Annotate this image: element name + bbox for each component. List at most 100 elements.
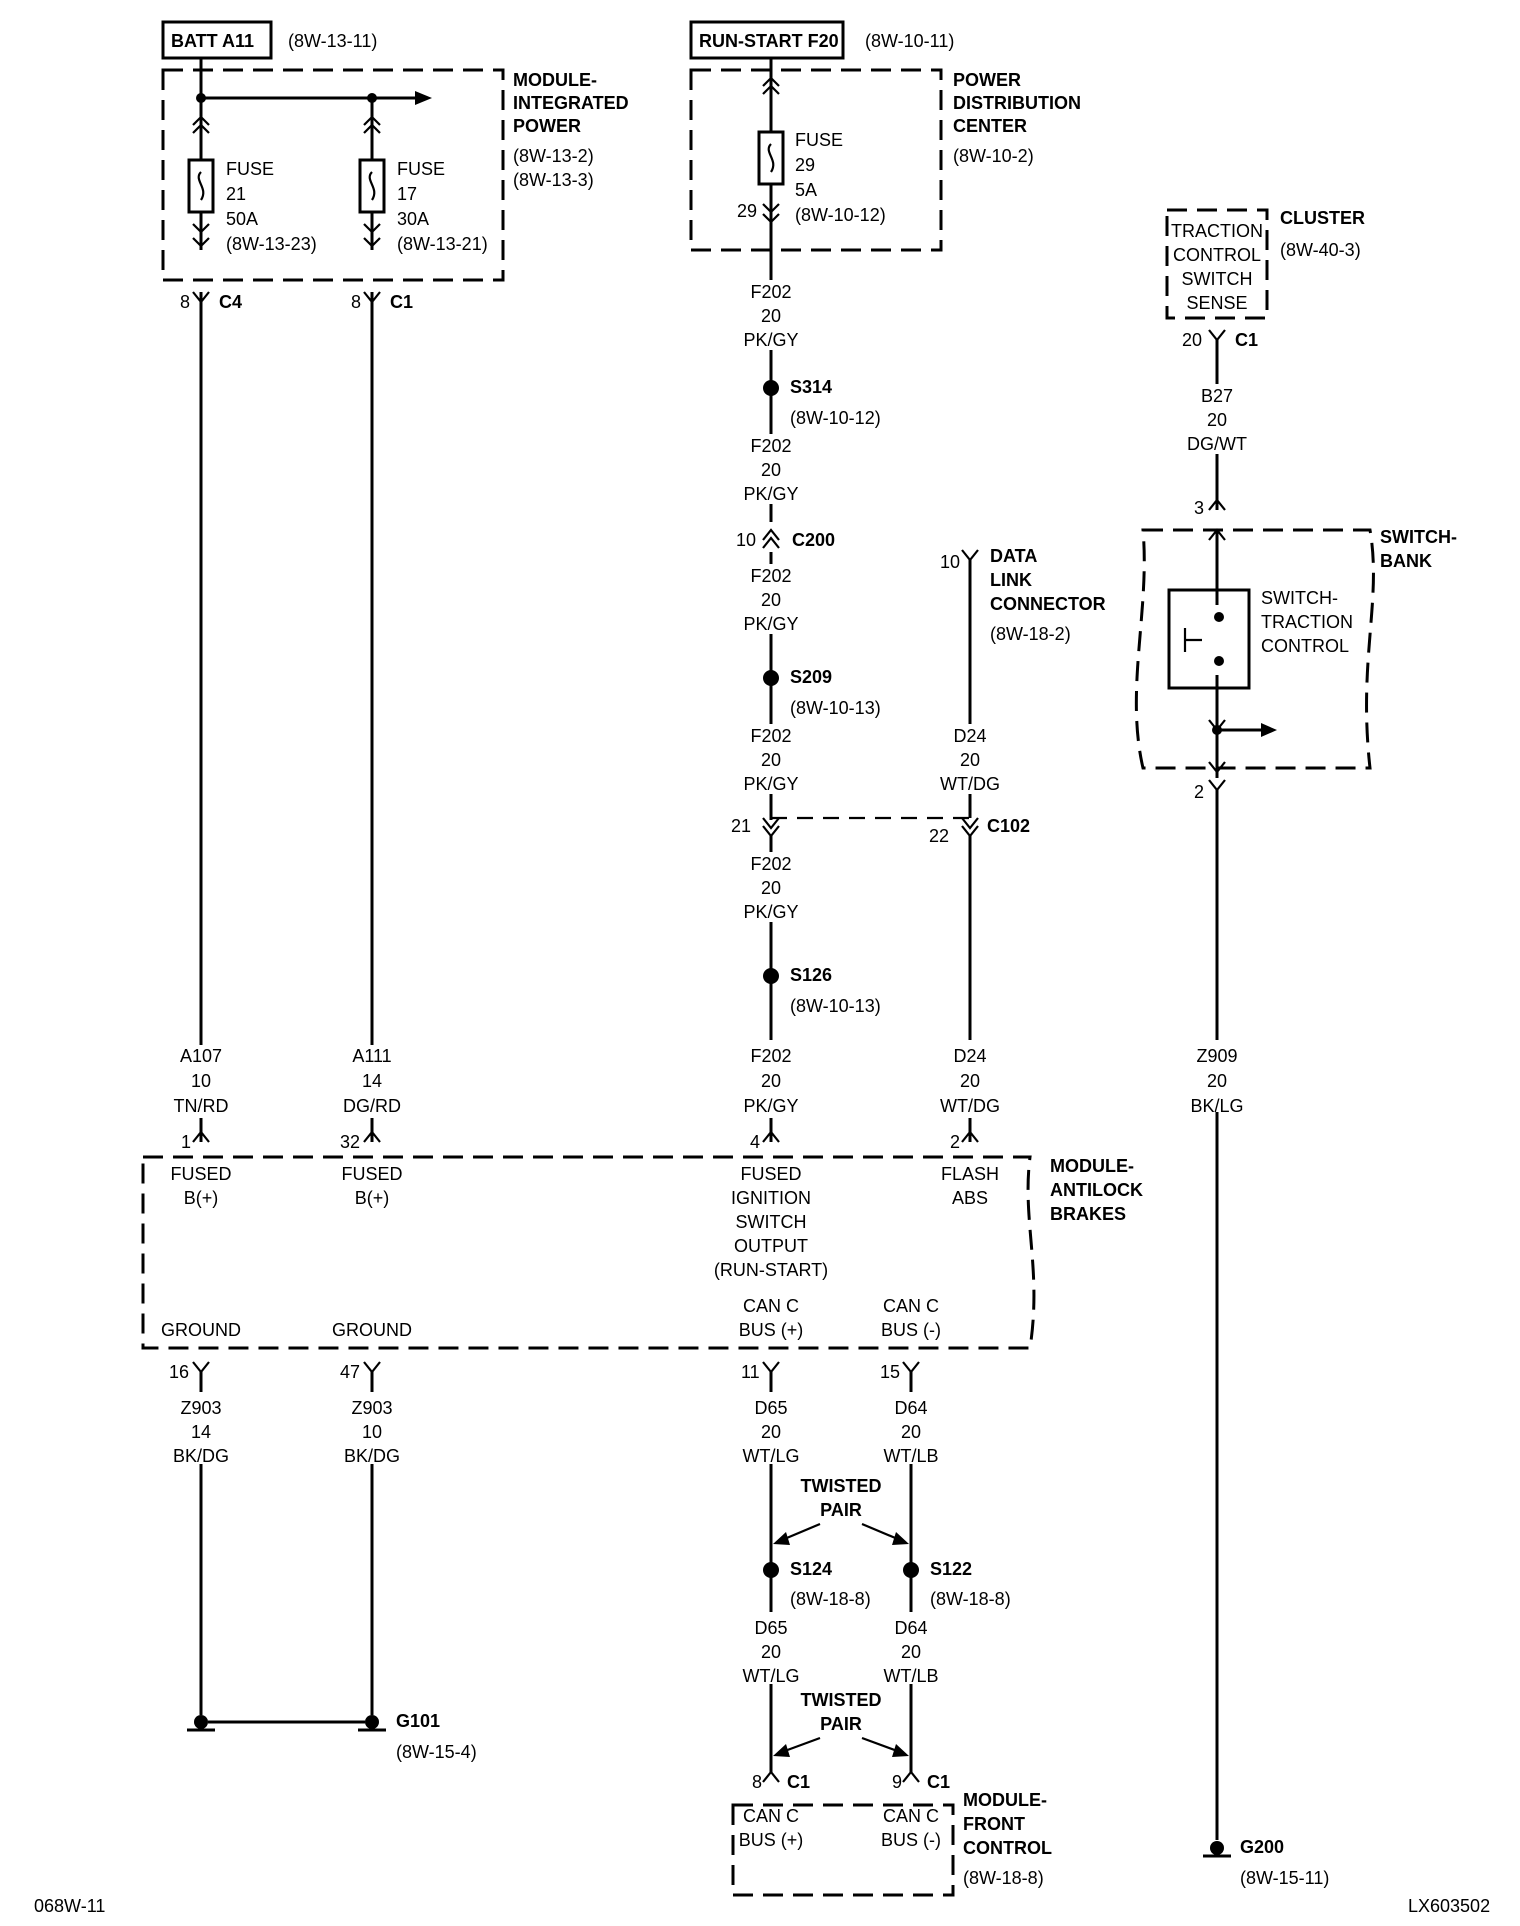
svg-text:S209: S209 <box>790 667 832 687</box>
svg-text:TWISTED: TWISTED <box>801 1690 882 1710</box>
svg-text:ABS: ABS <box>952 1188 988 1208</box>
svg-text:WT/LG: WT/LG <box>743 1666 800 1686</box>
svg-text:20: 20 <box>901 1642 921 1662</box>
svg-text:3: 3 <box>1194 498 1204 518</box>
switch-bank: 3 SWITCH- BANK SWITCH- TRACTION CONTROL … <box>1134 498 1457 802</box>
svg-text:(8W-13-21): (8W-13-21) <box>397 234 488 254</box>
svg-text:WT/LB: WT/LB <box>883 1446 938 1466</box>
svg-text:ANTILOCK: ANTILOCK <box>1050 1180 1143 1200</box>
arrow-icon <box>1261 723 1277 737</box>
svg-text:LINK: LINK <box>990 570 1032 590</box>
svg-text:10: 10 <box>736 530 756 550</box>
svg-text:47: 47 <box>340 1362 360 1382</box>
svg-text:15: 15 <box>880 1362 900 1382</box>
svg-text:10: 10 <box>191 1071 211 1091</box>
ground-g200: G200 (8W-15-11) <box>1203 1837 1329 1888</box>
connector-c1-left: 8 C1 <box>351 291 413 312</box>
svg-text:S314: S314 <box>790 377 832 397</box>
splice-s122: S122 (8W-18-8) <box>903 1559 1011 1609</box>
svg-text:(8W-18-8): (8W-18-8) <box>930 1589 1011 1609</box>
svg-text:FLASH: FLASH <box>941 1164 999 1184</box>
wire-d64-1: D64 20 WT/LB <box>880 1392 942 1466</box>
svg-text:GROUND: GROUND <box>332 1320 412 1340</box>
wire-f202-3: F202 20 PK/GY <box>743 564 799 634</box>
svg-text:9: 9 <box>892 1772 902 1792</box>
svg-text:MODULE-: MODULE- <box>963 1790 1047 1810</box>
cluster: TRACTION CONTROL SWITCH SENSE CLUSTER (8… <box>1165 208 1365 350</box>
svg-text:RUN-START F20: RUN-START F20 <box>699 31 839 51</box>
front-control-module: 8 C1 9 C1 CAN C BUS (+) CAN C BUS (-) MO… <box>731 1770 1052 1897</box>
svg-text:F202: F202 <box>750 854 791 874</box>
svg-text:DG/RD: DG/RD <box>343 1096 401 1116</box>
svg-text:D24: D24 <box>953 1046 986 1066</box>
svg-text:SWITCH-: SWITCH- <box>1380 527 1457 547</box>
svg-text:20: 20 <box>960 750 980 770</box>
svg-text:22: 22 <box>929 826 949 846</box>
svg-text:20: 20 <box>761 306 781 326</box>
svg-text:8: 8 <box>180 292 190 312</box>
svg-text:(8W-40-3): (8W-40-3) <box>1280 240 1361 260</box>
svg-text:(8W-18-8): (8W-18-8) <box>963 1868 1044 1888</box>
svg-text:(RUN-START): (RUN-START) <box>714 1260 828 1280</box>
twisted-pair-1: TWISTED PAIR <box>773 1476 909 1545</box>
svg-text:16: 16 <box>169 1362 189 1382</box>
svg-text:30A: 30A <box>397 209 429 229</box>
svg-text:BK/DG: BK/DG <box>173 1446 229 1466</box>
svg-text:SWITCH: SWITCH <box>1182 269 1253 289</box>
connector-c200: 10 C200 <box>736 522 835 552</box>
svg-text:20: 20 <box>761 878 781 898</box>
batt-source: BATT A11 (8W-13-11) <box>161 20 377 60</box>
svg-text:SENSE: SENSE <box>1186 293 1247 313</box>
svg-text:PK/GY: PK/GY <box>743 330 798 350</box>
svg-text:20: 20 <box>1207 410 1227 430</box>
svg-text:A111: A111 <box>352 1046 391 1066</box>
svg-text:20: 20 <box>761 1642 781 1662</box>
wire-a107: A107 10 TN/RD <box>174 1046 229 1116</box>
svg-text:D64: D64 <box>894 1618 927 1638</box>
svg-text:OUTPUT: OUTPUT <box>734 1236 808 1256</box>
svg-text:2: 2 <box>950 1132 960 1152</box>
svg-text:FUSED: FUSED <box>341 1164 402 1184</box>
svg-text:WT/DG: WT/DG <box>940 1096 1000 1116</box>
svg-text:G101: G101 <box>396 1711 440 1731</box>
svg-text:GROUND: GROUND <box>161 1320 241 1340</box>
svg-text:D65: D65 <box>754 1618 787 1638</box>
svg-text:(8W-13-2): (8W-13-2) <box>513 146 594 166</box>
module-integrated-power: MODULE- INTEGRATED POWER (8W-13-2) (8W-1… <box>161 68 629 282</box>
svg-text:CLUSTER: CLUSTER <box>1280 208 1365 228</box>
wire-f202-5: F202 20 PK/GY <box>743 852 799 922</box>
connector-c102: 21 22 C102 <box>731 816 1030 846</box>
svg-text:C1: C1 <box>390 292 413 312</box>
svg-text:4: 4 <box>750 1132 760 1152</box>
svg-text:BUS (-): BUS (-) <box>881 1320 941 1340</box>
connector-c4: 8 C4 <box>180 291 242 312</box>
svg-text:D64: D64 <box>894 1398 927 1418</box>
svg-text:C200: C200 <box>792 530 835 550</box>
svg-text:F202: F202 <box>750 436 791 456</box>
wire-b27: B27 20 DG/WT <box>1187 384 1247 454</box>
wire-d64-2: D64 20 WT/LB <box>880 1612 942 1686</box>
svg-text:BRAKES: BRAKES <box>1050 1204 1126 1224</box>
svg-text:DISTRIBUTION: DISTRIBUTION <box>953 93 1081 113</box>
svg-text:Z909: Z909 <box>1196 1046 1237 1066</box>
splice-s124: S124 (8W-18-8) <box>763 1559 871 1609</box>
svg-text:20: 20 <box>761 1422 781 1442</box>
svg-text:TRACTION: TRACTION <box>1261 612 1353 632</box>
svg-text:(8W-10-2): (8W-10-2) <box>953 146 1034 166</box>
svg-text:FUSED: FUSED <box>170 1164 231 1184</box>
svg-text:1: 1 <box>181 1132 191 1152</box>
svg-text:21: 21 <box>226 184 246 204</box>
svg-text:D65: D65 <box>754 1398 787 1418</box>
svg-text:TRACTION: TRACTION <box>1171 221 1263 241</box>
footer-left: 068W-11 <box>34 1896 105 1916</box>
svg-text:Z903: Z903 <box>351 1398 392 1418</box>
svg-text:2: 2 <box>1194 782 1204 802</box>
svg-text:C1: C1 <box>1235 330 1258 350</box>
wire-f202-4: F202 20 PK/GY <box>743 724 799 794</box>
svg-text:14: 14 <box>191 1422 211 1442</box>
svg-text:D24: D24 <box>953 726 986 746</box>
svg-text:8: 8 <box>351 292 361 312</box>
svg-text:F202: F202 <box>750 726 791 746</box>
svg-text:5A: 5A <box>795 180 817 200</box>
svg-text:INTEGRATED: INTEGRATED <box>513 93 629 113</box>
